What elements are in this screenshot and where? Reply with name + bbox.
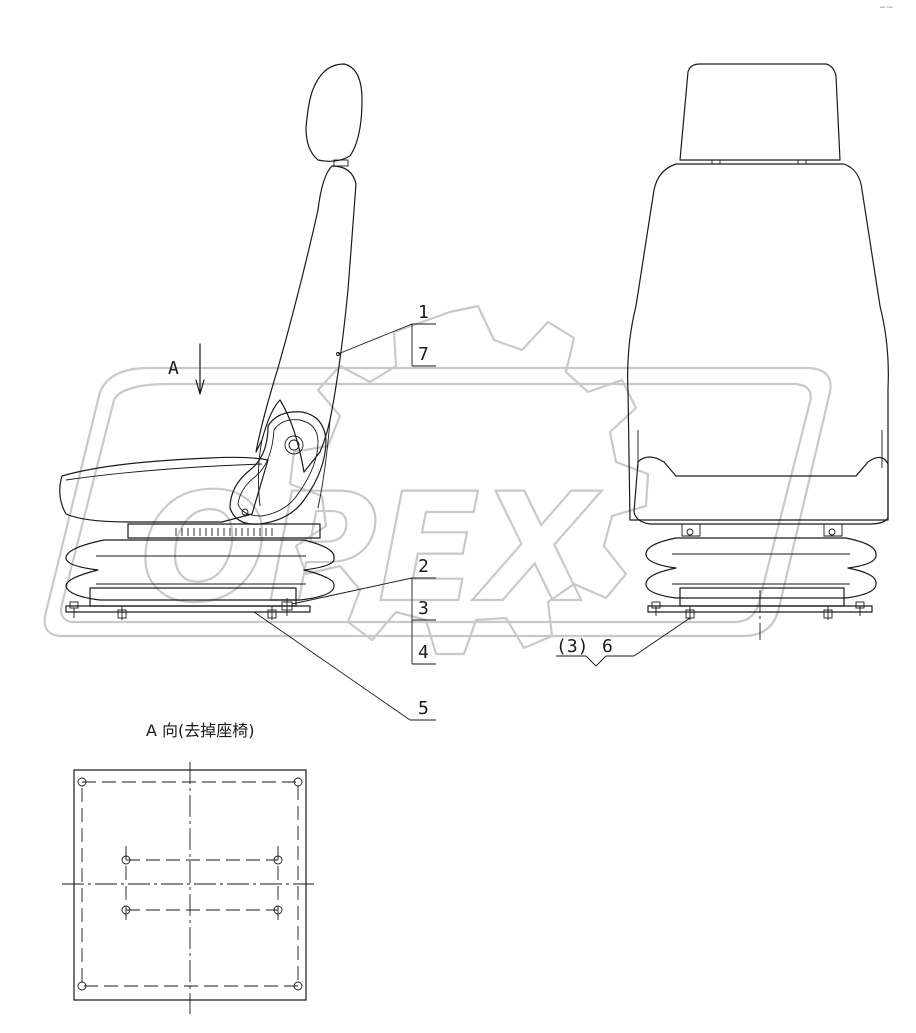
part-label-1: 1 [418, 302, 429, 323]
leader-lines [253, 323, 691, 721]
part-label-2: 2 [418, 556, 429, 577]
watermark-text: OPEX [140, 462, 602, 636]
part-label-4: 4 [418, 642, 429, 663]
view-arrow-label: A [168, 358, 179, 379]
part-label-6: 6 [602, 636, 613, 657]
view-a-base-plan [62, 762, 314, 1014]
part-label-7: 7 [418, 344, 429, 365]
part-label-3: 3 [418, 598, 429, 619]
side-view-seat: A [59, 63, 363, 620]
opex-watermark: OPEX [43, 304, 832, 656]
part-label-5: 5 [418, 698, 429, 719]
part-label-3-paren: (3) [556, 636, 589, 657]
front-view-seat [627, 63, 889, 640]
corner-mark: ᵃᵐ ᵒᵒᵒ [880, 6, 893, 12]
view-caption: A 向(去掉座椅) [146, 721, 255, 740]
